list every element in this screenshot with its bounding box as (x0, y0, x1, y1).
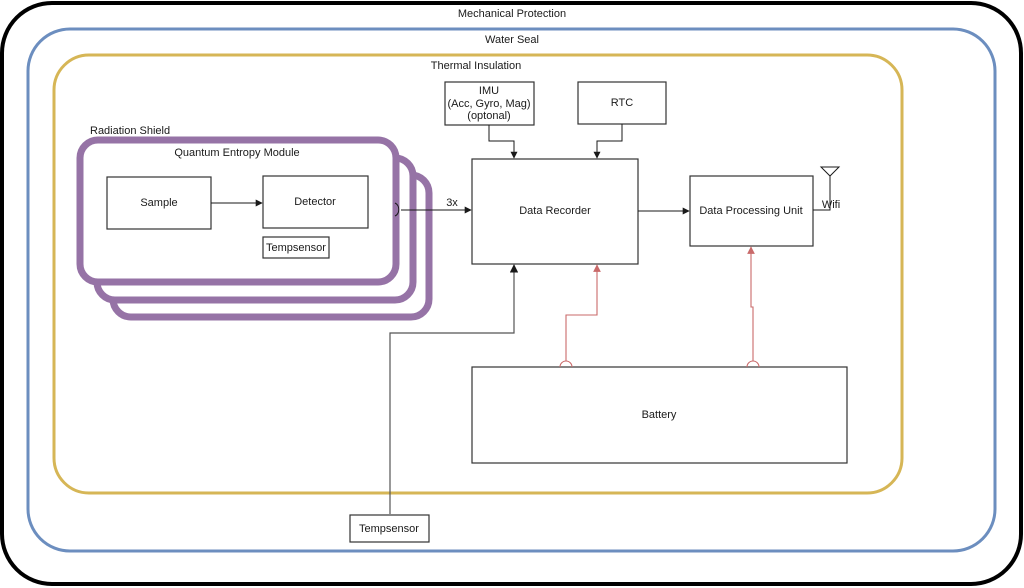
battery-to-recorder-power-line (565, 264, 601, 361)
module-tempsensor-block[interactable]: Tempsensor (262, 236, 330, 259)
module-output-hop (394, 202, 400, 217)
imu-label-line1: IMU (479, 85, 499, 97)
radiation-shield-label: Radiation Shield (90, 125, 170, 137)
battery-to-dpu-power-line (747, 246, 755, 361)
detector-label: Detector (294, 196, 336, 208)
thermal-insulation-layer[interactable] (52, 53, 904, 495)
external-tempsensor-label: Tempsensor (359, 523, 419, 535)
wifi-antenna-icon (813, 166, 841, 211)
data-recorder-block[interactable]: Data Recorder (471, 158, 639, 265)
battery-label: Battery (642, 409, 677, 421)
sample-label: Sample (140, 197, 177, 209)
module-tempsensor-label: Tempsensor (266, 242, 326, 254)
dpu-block[interactable]: Data Processing Unit (689, 175, 814, 247)
sample-block[interactable]: Sample (106, 176, 212, 230)
battery-block[interactable]: Battery (471, 366, 848, 464)
battery-to-dpu-power-hop (746, 360, 760, 368)
rtc-block[interactable]: RTC (577, 81, 667, 125)
rtc-label: RTC (611, 97, 633, 109)
external-tempsensor-block[interactable]: Tempsensor (349, 514, 430, 543)
external-tempsensor-to-recorder-arrow (389, 264, 519, 514)
water-seal-label: Water Seal (485, 34, 539, 46)
battery-to-recorder-power-hop (559, 360, 573, 368)
dpu-label: Data Processing Unit (699, 205, 802, 217)
water-seal-layer[interactable] (26, 27, 997, 553)
imu-to-recorder-arrow (488, 125, 518, 159)
detector-block[interactable]: Detector (262, 175, 369, 229)
thermal-insulation-label: Thermal Insulation (431, 60, 522, 72)
imu-label-line2: (Acc, Gyro, Mag) (447, 98, 530, 110)
imu-label-line3: (optonal) (467, 110, 510, 122)
rtc-to-recorder-arrow (593, 124, 623, 159)
wifi-label: Wifi (822, 199, 840, 211)
multiplicity-label: 3x (446, 197, 458, 209)
data-recorder-label: Data Recorder (519, 205, 591, 217)
imu-block[interactable]: IMU (Acc, Gyro, Mag) (optonal) (444, 81, 535, 126)
mechanical-protection-label: Mechanical Protection (458, 8, 566, 20)
quantum-module-title: Quantum Entropy Module (174, 147, 299, 159)
